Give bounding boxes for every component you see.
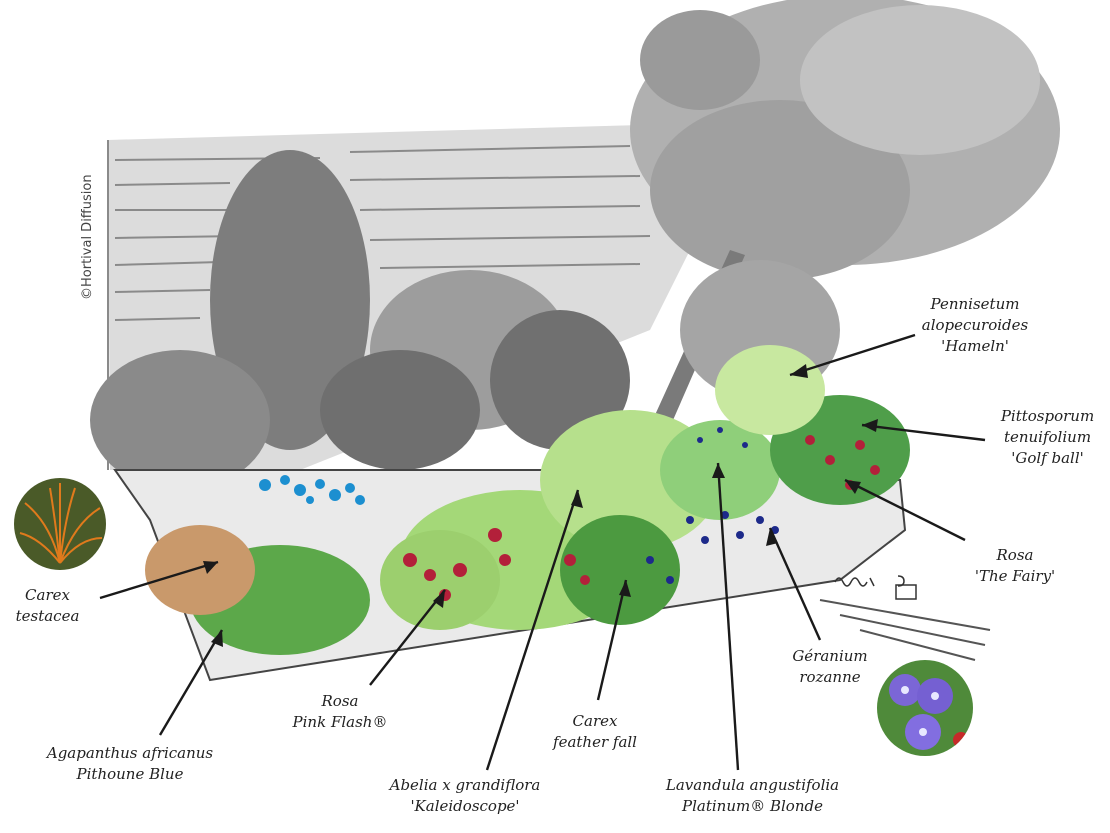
arrow-heads	[203, 364, 878, 647]
agapanthus-flowers	[259, 475, 365, 505]
label-carex-testacea-line1: Carex	[25, 586, 70, 604]
label-pittosporum: Pittosporum tenuifolium 'Golf ball'	[985, 406, 1110, 469]
label-carex-feather: Carex feather fall	[535, 711, 655, 753]
label-abelia-line2: 'Kaleidoscope'	[410, 797, 520, 815]
abelia-leader	[485, 489, 580, 771]
label-rosa-fairy-line1: Rosa	[996, 546, 1034, 564]
pittosporum-leader	[861, 423, 986, 442]
label-carex-feather-line1: Carex	[572, 712, 618, 730]
carex-testacea-photo	[14, 478, 106, 570]
pennisetum-leader	[789, 333, 916, 377]
label-rosa-fairy-line2: 'The Fairy'	[974, 567, 1056, 585]
steps	[819, 599, 991, 661]
label-lavandula-line1: Lavandula angustifolia	[665, 776, 840, 794]
copyright-credit: ©Hortival Diffusion	[80, 174, 95, 300]
label-rosa-pink: Rosa Pink Flash®	[280, 691, 400, 733]
rosa-fairy-leader	[844, 478, 966, 542]
label-pennisetum: Pennisetum alopecuroides 'Hameln'	[905, 294, 1045, 357]
label-abelia-line1: Abelia x grandiflora	[389, 776, 541, 794]
label-pennisetum-line1: Pennisetum	[930, 295, 1020, 313]
leader-lines	[99, 333, 986, 771]
label-pittosporum-line2: tenuifolium	[1003, 428, 1092, 446]
label-geranium-line2: rozanne	[799, 668, 861, 686]
label-abelia: Abelia x grandiflora 'Kaleidoscope'	[355, 775, 575, 817]
background-shrubs	[90, 150, 840, 490]
lavandula-leader	[716, 462, 740, 771]
carex-feather-leader	[596, 579, 628, 701]
label-lavandula-line2: Platinum® Blonde	[682, 797, 823, 815]
signature	[834, 575, 917, 600]
geranium-rozanne-photo	[877, 660, 973, 756]
label-geranium-line1: Géranium	[792, 647, 868, 665]
agapanthus-leader	[158, 629, 224, 736]
label-pennisetum-line3: 'Hameln'	[941, 337, 1009, 355]
label-pittosporum-line3: 'Golf ball'	[1011, 449, 1084, 467]
label-carex-testacea-line2: testacea	[15, 607, 80, 625]
label-pittosporum-line1: Pittosporum	[1000, 407, 1095, 425]
label-carex-feather-line2: feather fall	[553, 733, 637, 751]
rosa-pink-leader	[369, 589, 446, 686]
carex-testacea-leader	[99, 560, 219, 600]
label-pennisetum-line2: alopecuroides	[921, 316, 1029, 334]
label-lavandula: Lavandula angustifolia Platinum® Blonde	[645, 775, 860, 817]
label-agapanthus-line1: Agapanthus africanus	[46, 744, 214, 762]
label-agapanthus-line2: Pithoune Blue	[76, 765, 184, 783]
label-geranium: Géranium rozanne	[770, 646, 890, 688]
label-agapanthus: Agapanthus africanus Pithoune Blue	[25, 743, 235, 785]
label-rosa-pink-line2: Pink Flash®	[292, 713, 388, 731]
geranium-leader	[768, 527, 822, 641]
tree-canopy	[630, 0, 1060, 280]
lavender-blooms	[646, 427, 779, 584]
carex-testacea-plant	[145, 525, 255, 615]
label-rosa-pink-line1: Rosa	[321, 692, 359, 710]
label-rosa-fairy: Rosa 'The Fairy'	[960, 545, 1070, 587]
label-carex-testacea: Carex testacea	[0, 585, 95, 627]
